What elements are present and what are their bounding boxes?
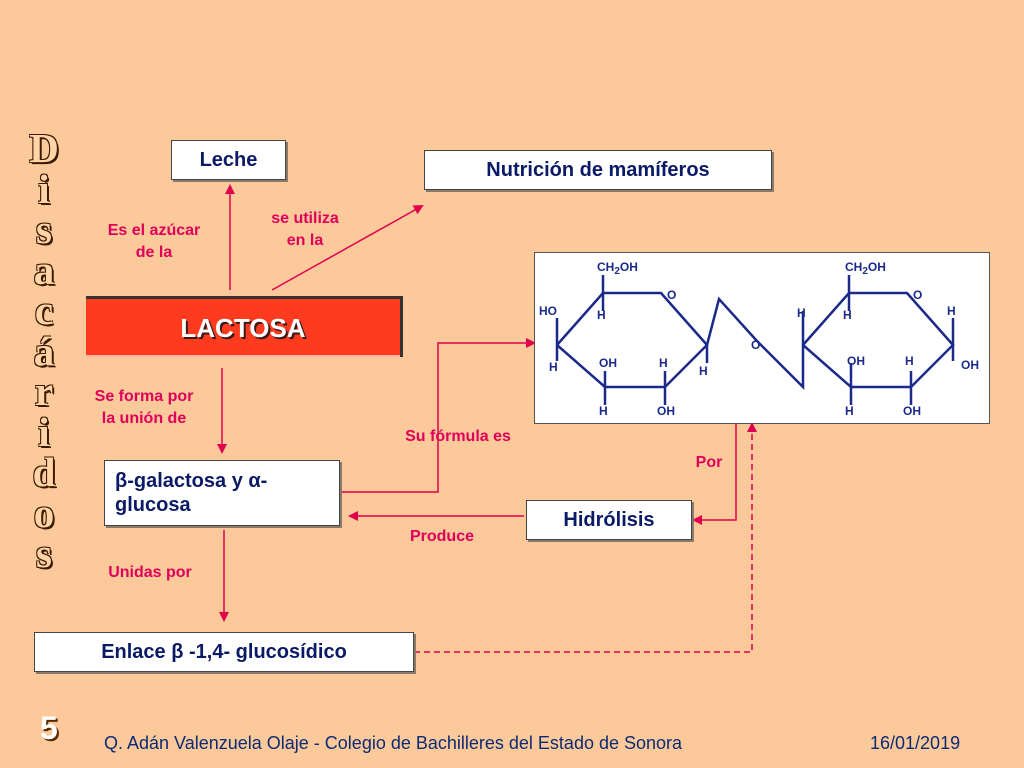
vertical-title-letter: i [38,165,50,212]
label-por: Por [695,454,723,471]
vertical-title-letter: r [34,368,54,414]
atom-oh-right-c2: OH [903,404,921,418]
lactose-structural-formula: CH2OH O HO H H OH H H H OH O CH2OH O H H… [534,252,990,424]
arrow-enlace-formula-dashed [414,422,757,653]
atom-h-left-c5: H [597,308,606,322]
vertical-title-letter: c [34,287,54,333]
vertical-title-letter: s [36,530,52,576]
arrow-lactosa-nutricion [271,205,424,291]
nutricion-box: Nutrición de mamíferos [424,150,772,190]
atom-h-right-c2-up: H [905,354,914,368]
leche-text: Leche [199,148,258,171]
vertical-title-letter: d [32,449,56,495]
label-se-utiliza-line1: se utiliza [271,210,339,227]
atom-oh-left-c2: OH [657,404,675,418]
structure-atom-labels: CH2OH O HO H H OH H H H OH O CH2OH O H H… [539,260,979,418]
leche-box: Leche [171,140,286,180]
vertical-title-letter: a [33,246,55,293]
atom-h-right-c3: H [845,404,854,418]
atom-ch2oh-right: CH2OH [845,260,886,277]
atom-h-right-c4: H [797,306,806,320]
vertical-title-letter: s [36,206,52,252]
vertical-title-letter: o [33,489,55,536]
arrow-galactosa-formula [342,338,536,493]
footer-author: Q. Adán Valenzuela Olaje - Colegio de Ba… [104,733,683,753]
label-es-azucar-line1: Es el azúcar [107,222,201,239]
label-es-azucar: Es el azúcar de la [84,220,224,264]
atom-oh-left-c3-up: OH [599,356,617,370]
galactosa-line-1: β-galactosa y α- [115,470,268,492]
atom-ring-o-left: O [667,288,676,302]
footer-date: 16/01/2019 [870,733,961,753]
atom-h-left-c4: H [549,360,558,374]
atom-h-left-c2-up: H [659,356,668,370]
label-se-forma: Se forma por la unión de [66,386,222,430]
galactosa-line-2: glucosa [115,494,191,516]
arrow-formula-hidrolisis [692,424,737,525]
label-produce: Produce [409,528,474,545]
lactosa-box: LACTOSA [86,296,403,357]
atom-ch2oh-left: CH2OH [597,260,638,277]
atom-oh-right-c3-up: OH [847,354,865,368]
atom-ring-o-right: O [913,288,922,302]
enlace-box: Enlace β -1,4- glucosídico [34,632,414,672]
atom-h-right-c1: H [947,304,956,318]
label-su-formula: Su fórmula es [405,428,511,445]
enlace-text: Enlace β -1,4- glucosídico [101,640,347,663]
atom-bridge-o: O [751,338,760,352]
atom-h-right-c5: H [843,308,852,322]
label-es-azucar-line2: de la [135,244,173,261]
label-se-forma-line1: Se forma por [94,388,194,405]
atom-h-left-c1: H [699,364,708,378]
lactosa-text: LACTOSA [180,312,306,343]
nutricion-text: Nutrición de mamíferos [486,158,710,181]
label-se-forma-line2: la unión de [101,410,187,427]
hidrolisis-box: Hidrólisis [526,500,692,540]
label-se-utiliza: se utiliza en la [250,208,360,252]
label-unidas-por: Unidas por [108,564,192,581]
vertical-title-letter: á [33,327,55,374]
vertical-title-letter: D [29,125,59,171]
atom-oh-right-c1: OH [961,358,979,372]
label-se-utiliza-line2: en la [286,232,324,249]
structure-bonds [555,275,955,405]
atom-ho-left: HO [539,304,557,318]
galactosa-box: β-galactosa y α- glucosa [104,460,340,526]
vertical-title-letter: i [38,408,50,455]
lactose-structure-drawing: CH2OH O HO H H OH H H H OH O CH2OH O H H… [539,260,979,418]
hidrolisis-text: Hidrólisis [563,508,655,531]
page-number: 5 [40,710,58,746]
atom-h-left-c3: H [599,404,608,418]
